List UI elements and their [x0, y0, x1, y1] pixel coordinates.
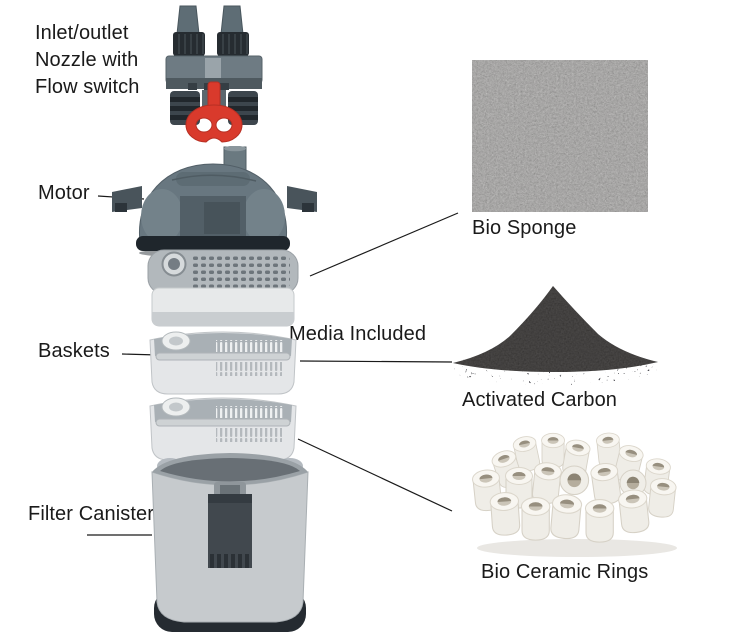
label-bio-sponge: Bio Sponge: [472, 217, 577, 239]
canister-intake-bracket: [208, 482, 252, 568]
motor-illustration: [112, 146, 317, 258]
label-nozzle-line2: Nozzle with: [35, 49, 139, 71]
basket-top: [147, 249, 299, 327]
flow-switch-red-clip: [185, 81, 243, 143]
label-nozzle: Inlet/outlet Nozzle with Flow switch: [35, 20, 139, 101]
label-media-included: Media Included: [289, 323, 427, 345]
basket-bottom: [149, 397, 297, 460]
baskets-illustration: [147, 249, 299, 460]
connector-ceramic-rings-line: [297, 438, 453, 512]
connector-activated-carbon-line: [299, 360, 453, 363]
label-nozzle-line1: Inlet/outlet: [35, 22, 129, 44]
label-activated-carbon: Activated Carbon: [462, 389, 618, 411]
bio-sponge-photo: [472, 60, 648, 212]
label-baskets: Baskets: [38, 340, 110, 362]
label-nozzle-line3: Flow switch: [35, 76, 140, 98]
activated-carbon-photo: [450, 286, 658, 385]
inlet-pipe: [176, 5, 200, 35]
label-motor: Motor: [38, 182, 90, 204]
canister-illustration: [151, 453, 309, 632]
basket-middle: [149, 331, 297, 395]
connector-bio-sponge-line: [309, 212, 459, 277]
label-filter-canister: Filter Canister: [28, 503, 154, 525]
outlet-pipe: [220, 5, 244, 35]
nozzle-illustration: [165, 5, 263, 143]
ceramic-rings-photo: [471, 431, 678, 557]
label-bio-ceramic-rings: Bio Ceramic Rings: [481, 561, 649, 583]
